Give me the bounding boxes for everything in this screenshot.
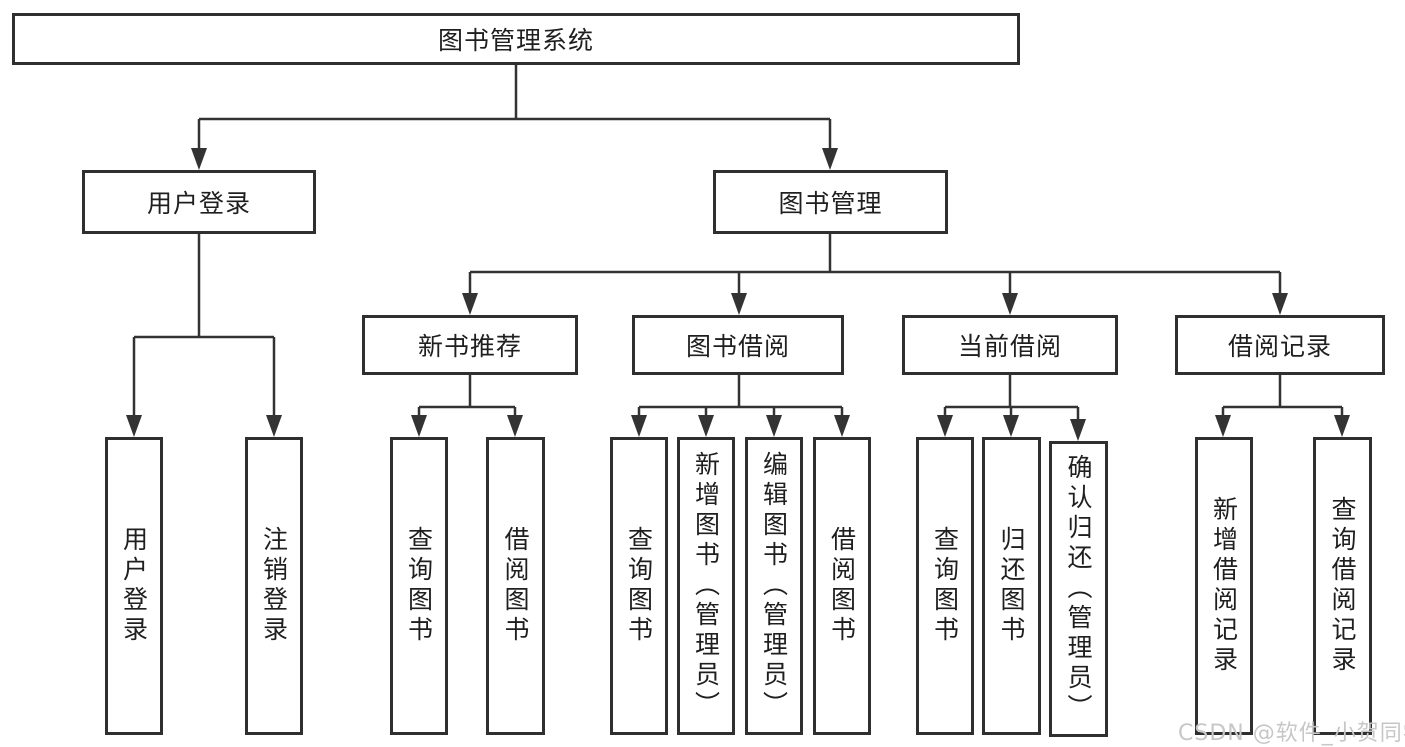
connector-bookmgmt-to-level3 (468, 234, 1282, 297)
node-book-borrow: 图书借阅 (632, 315, 844, 375)
arrow-down-icon (1215, 415, 1231, 437)
arrow-down-icon (1272, 293, 1288, 315)
leaf-label: 用户登录 (119, 526, 149, 646)
node-book-management: 图书管理 (713, 170, 948, 234)
leaf-label: 注销登录 (259, 526, 289, 646)
arrow-down-icon (411, 415, 427, 437)
leaf-label: 编辑图书（管理员） (759, 451, 789, 721)
leaf-current-query-book: 查询图书 (916, 437, 974, 735)
csdn-watermark: CSDN @软件_小贺同学 (1178, 721, 1405, 746)
leaf-label: 新增图书（管理员） (691, 451, 721, 721)
connector-newbook-to-leaves (417, 375, 517, 419)
node-user-login: 用户登录 (82, 170, 316, 234)
arrow-down-icon (698, 415, 714, 437)
leaf-label: 归还图书 (997, 526, 1026, 646)
leaf-logout-login: 注销登录 (245, 437, 303, 735)
connector-root-to-level2 (197, 65, 832, 152)
node-current-borrow: 当前借阅 (902, 315, 1118, 375)
leaf-label: 查询图书 (404, 526, 434, 646)
leaf-borrow-edit-book-admin: 编辑图书（管理员） (745, 437, 803, 735)
arrow-down-icon (1070, 419, 1086, 441)
arrow-down-icon (266, 415, 282, 437)
connector-bookborrow-to-leaves (637, 375, 844, 419)
arrow-down-icon (462, 293, 478, 315)
leaf-borrow-borrow-book: 借阅图书 (813, 437, 871, 735)
connector-currentborrow-to-leaves (943, 375, 1080, 423)
arrow-down-icon (731, 293, 747, 315)
leaf-current-confirm-return-admin: 确认归还（管理员） (1049, 441, 1108, 737)
leaf-borrow-query-book: 查询图书 (610, 437, 668, 735)
leaf-label: 确认归还（管理员） (1064, 454, 1093, 724)
leaf-user-login: 用户登录 (105, 437, 163, 735)
connector-borrowrecord-to-leaves (1221, 375, 1344, 419)
arrow-down-icon (766, 415, 782, 437)
connector-userlogin-to-leaves (132, 234, 276, 419)
arrow-down-icon (126, 415, 142, 437)
arrow-down-icon (822, 148, 838, 170)
leaf-label: 查询借阅记录 (1328, 496, 1357, 676)
leaf-label: 查询图书 (930, 526, 960, 646)
node-borrow-record: 借阅记录 (1175, 315, 1385, 375)
leaf-label: 新增借阅记录 (1209, 496, 1239, 676)
arrow-down-icon (1334, 415, 1350, 437)
leaf-label: 借阅图书 (501, 526, 530, 646)
arrow-down-icon (507, 415, 523, 437)
arrow-down-icon (1002, 293, 1018, 315)
arrow-down-icon (1003, 415, 1019, 437)
leaf-label: 查询图书 (624, 526, 654, 646)
leaf-record-add-record: 新增借阅记录 (1195, 437, 1253, 735)
node-root-system: 图书管理系统 (12, 13, 1020, 65)
arrow-down-icon (937, 415, 953, 437)
node-new-book-recommend: 新书推荐 (362, 315, 578, 375)
arrow-down-icon (834, 415, 850, 437)
leaf-borrow-add-book-admin: 新增图书（管理员） (677, 437, 735, 735)
leaf-current-return-book: 归还图书 (982, 437, 1041, 735)
arrow-down-icon (631, 415, 647, 437)
arrow-down-icon (191, 148, 207, 170)
leaf-label: 借阅图书 (827, 526, 857, 646)
leaf-record-query-record: 查询借阅记录 (1313, 437, 1372, 735)
leaf-recommend-borrow-book: 借阅图书 (486, 437, 545, 735)
leaf-recommend-query-book: 查询图书 (390, 437, 448, 735)
